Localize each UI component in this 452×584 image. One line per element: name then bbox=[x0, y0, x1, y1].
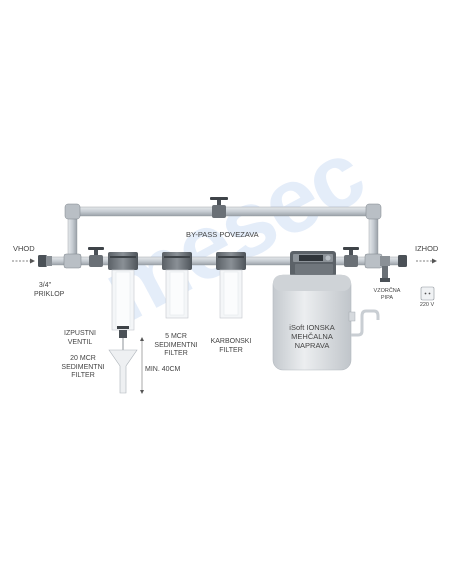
elbow-top-right bbox=[365, 203, 382, 220]
drain-valve-label: IZPUSTNI VENTIL bbox=[60, 330, 100, 347]
inlet-valve[interactable] bbox=[88, 247, 104, 267]
sample-tap-label-line1: VZORČNA bbox=[373, 288, 401, 294]
outlet-label: IZHOD bbox=[415, 244, 439, 253]
connection-size-line2: PRIKLOP bbox=[34, 290, 65, 298]
filter-20mcr-label-line3: FILTER bbox=[71, 372, 95, 379]
elbow-top-left bbox=[64, 203, 81, 220]
sample-tap-label-line2: PIPA bbox=[380, 295, 394, 301]
drain-valve-label-line2: VENTIL bbox=[67, 338, 93, 346]
softener-label: iSoft IONSKA MEHČALNA NAPRAVA bbox=[280, 323, 344, 350]
filter-20mcr bbox=[108, 252, 138, 331]
bypass-label: BY-PASS POVEZAVA bbox=[186, 230, 259, 239]
filter-20mcr-label-line1: 20 MCR bbox=[70, 355, 96, 362]
control-knob[interactable] bbox=[325, 255, 331, 261]
sample-tap[interactable] bbox=[380, 256, 390, 282]
filter-5mcr bbox=[162, 252, 192, 319]
filter-carbon-label-line1: KARBONSKI bbox=[210, 338, 252, 345]
bypass-valve[interactable] bbox=[210, 197, 228, 218]
filter-5mcr-label-line1: 5 MCR bbox=[165, 333, 187, 340]
inlet-arrow bbox=[12, 258, 35, 264]
outlet-valve[interactable] bbox=[343, 247, 359, 267]
voltage-label: 220 V bbox=[419, 302, 435, 308]
filter-20mcr-label-line2: SEDIMENTNI bbox=[61, 363, 105, 371]
drain-funnel bbox=[108, 349, 138, 394]
tee-right bbox=[364, 253, 383, 269]
power-socket-icon bbox=[420, 286, 435, 301]
filter-carbon bbox=[216, 252, 246, 319]
filter-20mcr-label: 20 MCR SEDIMENTNI FILTER bbox=[60, 355, 106, 381]
filter-5mcr-label-line3: FILTER bbox=[164, 350, 188, 357]
inlet-connector bbox=[38, 255, 52, 267]
drain-hose bbox=[348, 309, 380, 337]
outlet-arrow bbox=[416, 258, 437, 264]
softener-label-line3: NAPRAVA bbox=[294, 341, 330, 350]
drain-valve-label-line1: IZPUSTNI bbox=[64, 330, 96, 337]
softener-control-head bbox=[290, 251, 336, 277]
softener-label-line1: iSoft IONSKA bbox=[289, 323, 335, 332]
min-distance-marker bbox=[140, 337, 144, 394]
drain-valve[interactable] bbox=[117, 326, 129, 350]
filter-5mcr-label-line2: SEDIMENTNI bbox=[154, 341, 198, 349]
min-distance-label: MIN. 40CM bbox=[145, 366, 181, 373]
connection-size-line1: 3/4" bbox=[38, 282, 52, 289]
filter-carbon-label-line2: FILTER bbox=[219, 346, 243, 354]
tee-left bbox=[63, 253, 82, 269]
filter-5mcr-label: 5 MCR SEDIMENTNI FILTER bbox=[153, 333, 199, 359]
softener-label-line2: MEHČALNA bbox=[291, 332, 333, 341]
sample-tap-label: VZORČNA PIPA bbox=[370, 288, 404, 302]
connection-size-label: 3/4" PRIKLOP bbox=[34, 282, 65, 299]
filter-carbon-label: KARBONSKI FILTER bbox=[208, 338, 254, 355]
inlet-label: VHOD bbox=[13, 244, 35, 253]
outlet-connector bbox=[398, 255, 407, 267]
softener-cabinet bbox=[272, 274, 352, 371]
